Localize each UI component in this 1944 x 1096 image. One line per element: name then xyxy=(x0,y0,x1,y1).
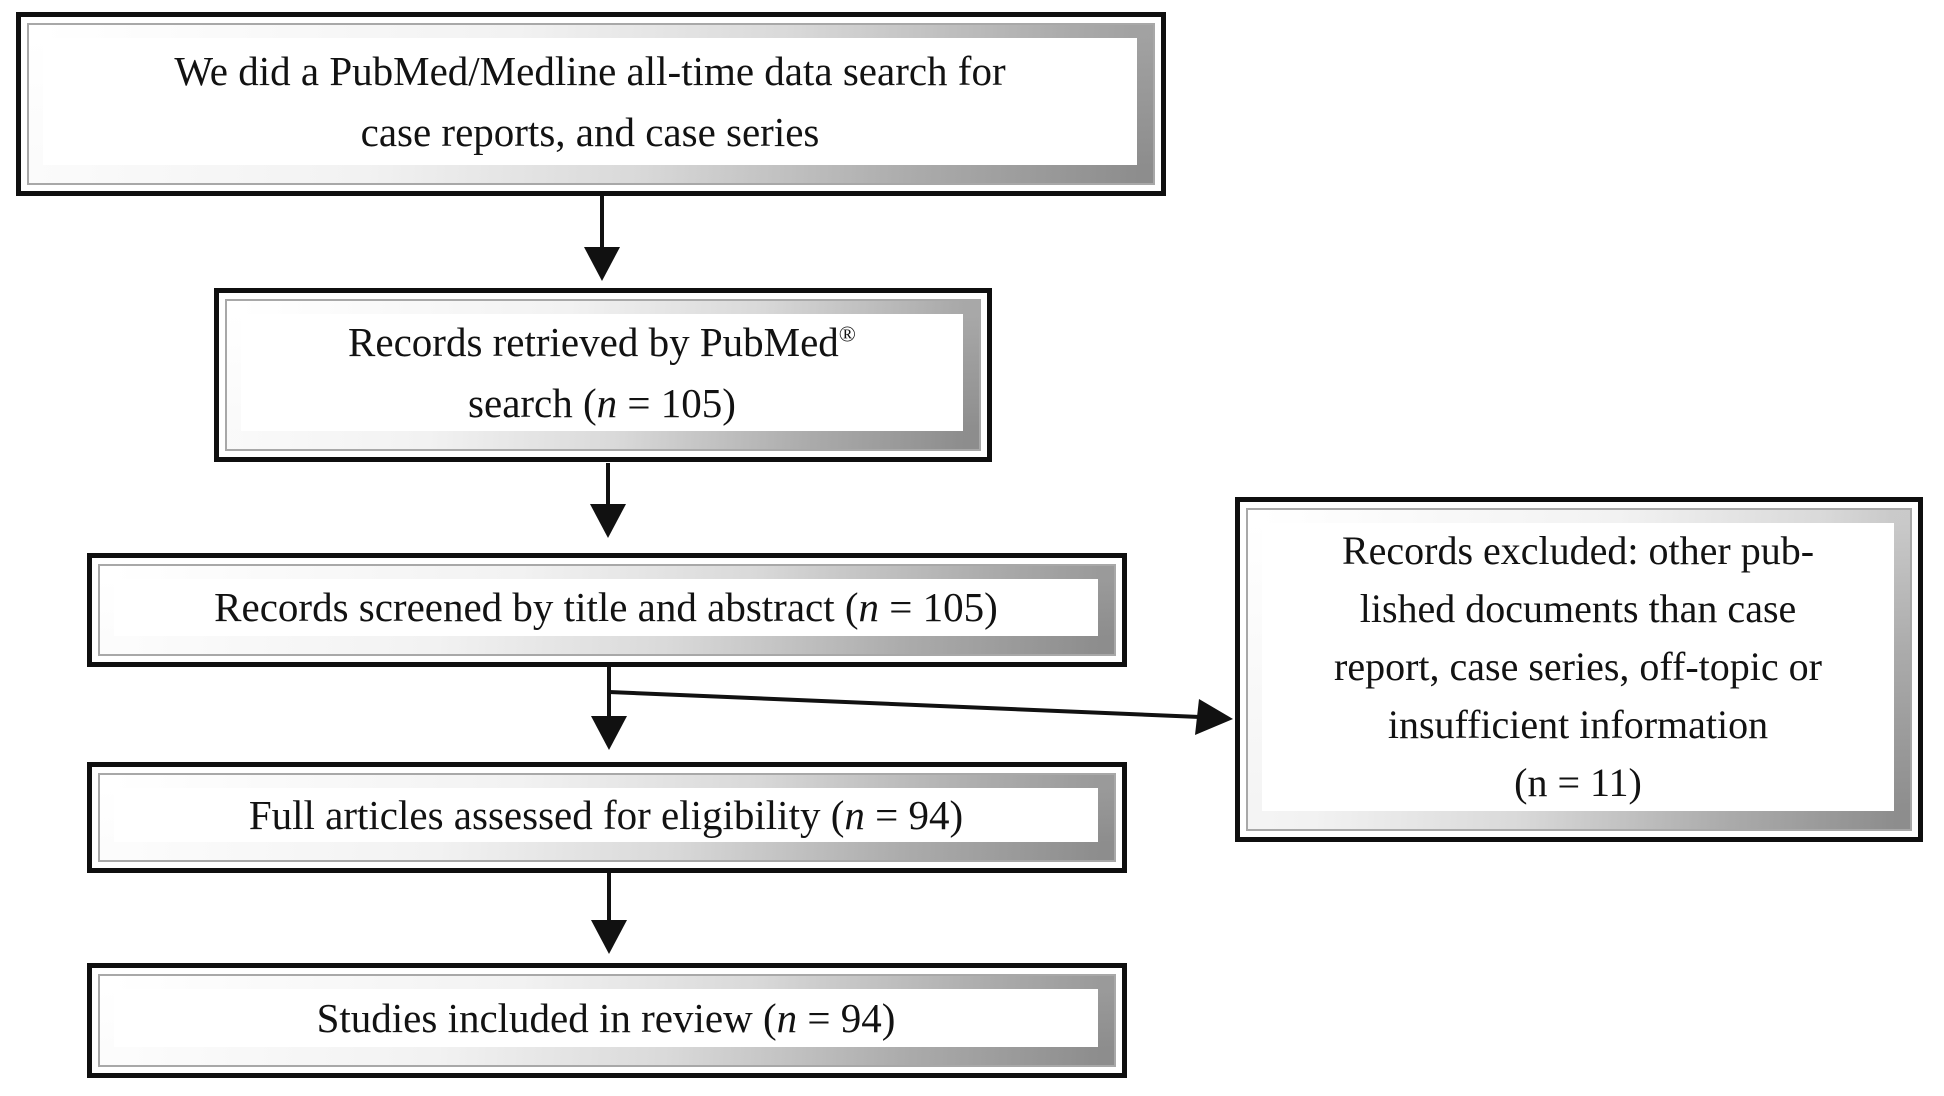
box-text-line: report, case series, off-topic or xyxy=(1334,644,1822,689)
flow-box-records-screened-panel: Records screened by title and abstract (… xyxy=(100,566,1114,654)
arrow-eligibility-to-included xyxy=(591,873,627,954)
flow-box-studies-included: Studies included in review (n = 94) xyxy=(87,963,1127,1078)
box-text-line: Studies included in review (n = 94) xyxy=(317,988,896,1049)
box-text-line: Records excluded: other pub- xyxy=(1341,528,1815,573)
flow-box-records-retrieved: Records retrieved by PubMed® search (n =… xyxy=(214,288,992,462)
box-text-line: (n = 11) xyxy=(1514,760,1642,805)
flow-box-records-excluded: Records excluded: other pub- lished docu… xyxy=(1235,497,1923,842)
box-text-segment: = 105) xyxy=(617,379,736,426)
sample-size-symbol: n xyxy=(844,791,865,838)
box-text-line: Full articles assessed for eligibility (… xyxy=(249,785,963,846)
box-text-segment: Records screened by title and abstract ( xyxy=(214,584,859,631)
flow-box-records-retrieved-panel: Records retrieved by PubMed® search (n =… xyxy=(227,301,979,449)
box-text-line: lished documents than case xyxy=(1359,586,1797,631)
box-text-segment: = 105) xyxy=(879,584,998,631)
arrow-retrieved-to-screened xyxy=(590,463,626,538)
box-text-segment: Studies included in review ( xyxy=(316,994,777,1041)
arrow-screened-to-excluded xyxy=(608,690,1233,735)
flow-box-records-excluded-panel: Records excluded: other pub- lished docu… xyxy=(1248,510,1910,829)
box-text-segment: search ( xyxy=(468,379,597,426)
box-text-segment: = 94) xyxy=(864,791,964,838)
box-text-line: case reports, and case series xyxy=(360,108,820,155)
sample-size-symbol: n xyxy=(858,584,880,631)
flow-box-search-statement: We did a PubMed/Medline all-time data se… xyxy=(16,12,1166,196)
box-text-line: We did a PubMed/Medline all-time data se… xyxy=(174,47,1006,94)
flow-box-studies-included-panel: Studies included in review (n = 94) xyxy=(100,976,1114,1065)
flow-box-full-articles-assessed: Full articles assessed for eligibility (… xyxy=(87,762,1127,873)
flow-box-full-articles-assessed-panel: Full articles assessed for eligibility (… xyxy=(100,775,1114,860)
box-text-line: insufficient information xyxy=(1387,702,1769,747)
box-text-segment: Full articles assessed for eligibility ( xyxy=(248,791,845,838)
registered-trademark-symbol: ® xyxy=(838,321,856,347)
box-text-line: Records retrieved by PubMed® xyxy=(348,312,856,373)
flow-box-records-screened: Records screened by title and abstract (… xyxy=(87,553,1127,667)
box-text-segment: Records retrieved by PubMed xyxy=(348,318,839,365)
box-text-segment: = 94) xyxy=(797,994,896,1041)
sample-size-symbol: n xyxy=(596,379,618,426)
box-text-line: Records screened by title and abstract (… xyxy=(214,577,998,638)
arrow-screened-to-eligibility xyxy=(591,667,627,750)
arrow-search-to-retrieved xyxy=(584,196,620,281)
box-text-line: search (n = 105) xyxy=(468,373,736,434)
flow-box-search-statement-panel: We did a PubMed/Medline all-time data se… xyxy=(29,25,1153,183)
sample-size-symbol: n xyxy=(776,994,798,1041)
